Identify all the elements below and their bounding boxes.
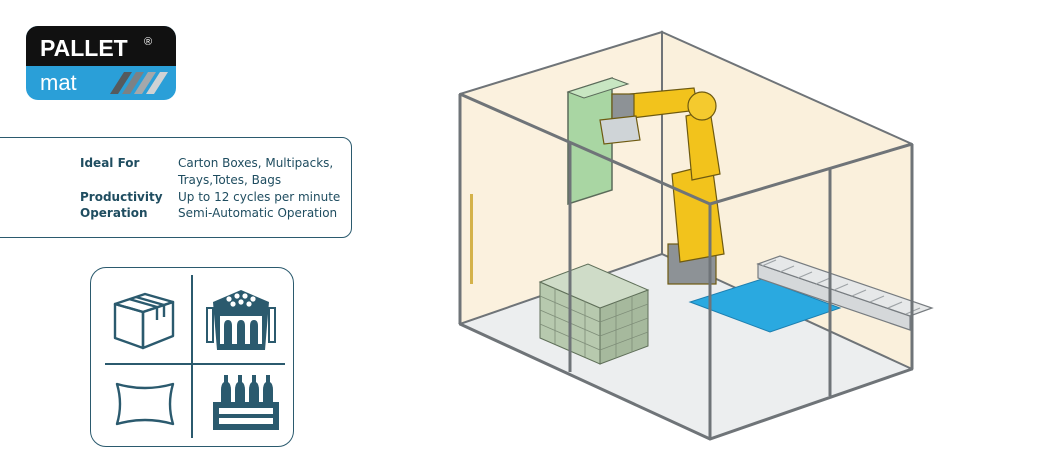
bottle-crate-icon (213, 375, 279, 430)
grid-divider-vertical (191, 275, 193, 438)
spec-value-operation: Semi-Automatic Operation (178, 206, 338, 220)
logo-top-text: PALLET (40, 35, 128, 61)
logo-stripes-icon (110, 72, 168, 94)
product-icon-grid (90, 267, 294, 447)
logo-reg-mark: ® (144, 36, 152, 48)
cell-frame (458, 92, 914, 441)
palletizing-cell-illustration (457, 30, 934, 441)
carton-stack (538, 263, 650, 365)
spec-key-operation: Operation (80, 206, 148, 220)
conveyor (756, 255, 934, 331)
spec-value-ideal-for-line1: Carton Boxes, Multipacks, (178, 156, 334, 170)
tray-icon (206, 290, 276, 350)
logo-bottom-text: mat (40, 70, 77, 95)
bag-icon (115, 382, 175, 426)
spec-key-productivity: Productivity (80, 190, 163, 204)
door-handle (470, 194, 473, 284)
spec-panel (0, 137, 352, 238)
spec-value-productivity: Up to 12 cycles per minute (178, 190, 341, 204)
carton-box-icon (113, 292, 175, 350)
robot-arm (599, 87, 725, 285)
grid-divider-horizontal (105, 363, 285, 365)
spec-value-ideal-for-line2: Trays,Totes, Bags (178, 173, 282, 187)
pallet-blue (688, 278, 842, 333)
palletmat-logo: PALLET ® mat (26, 26, 176, 100)
spec-key-ideal-for: Ideal For (80, 156, 140, 170)
